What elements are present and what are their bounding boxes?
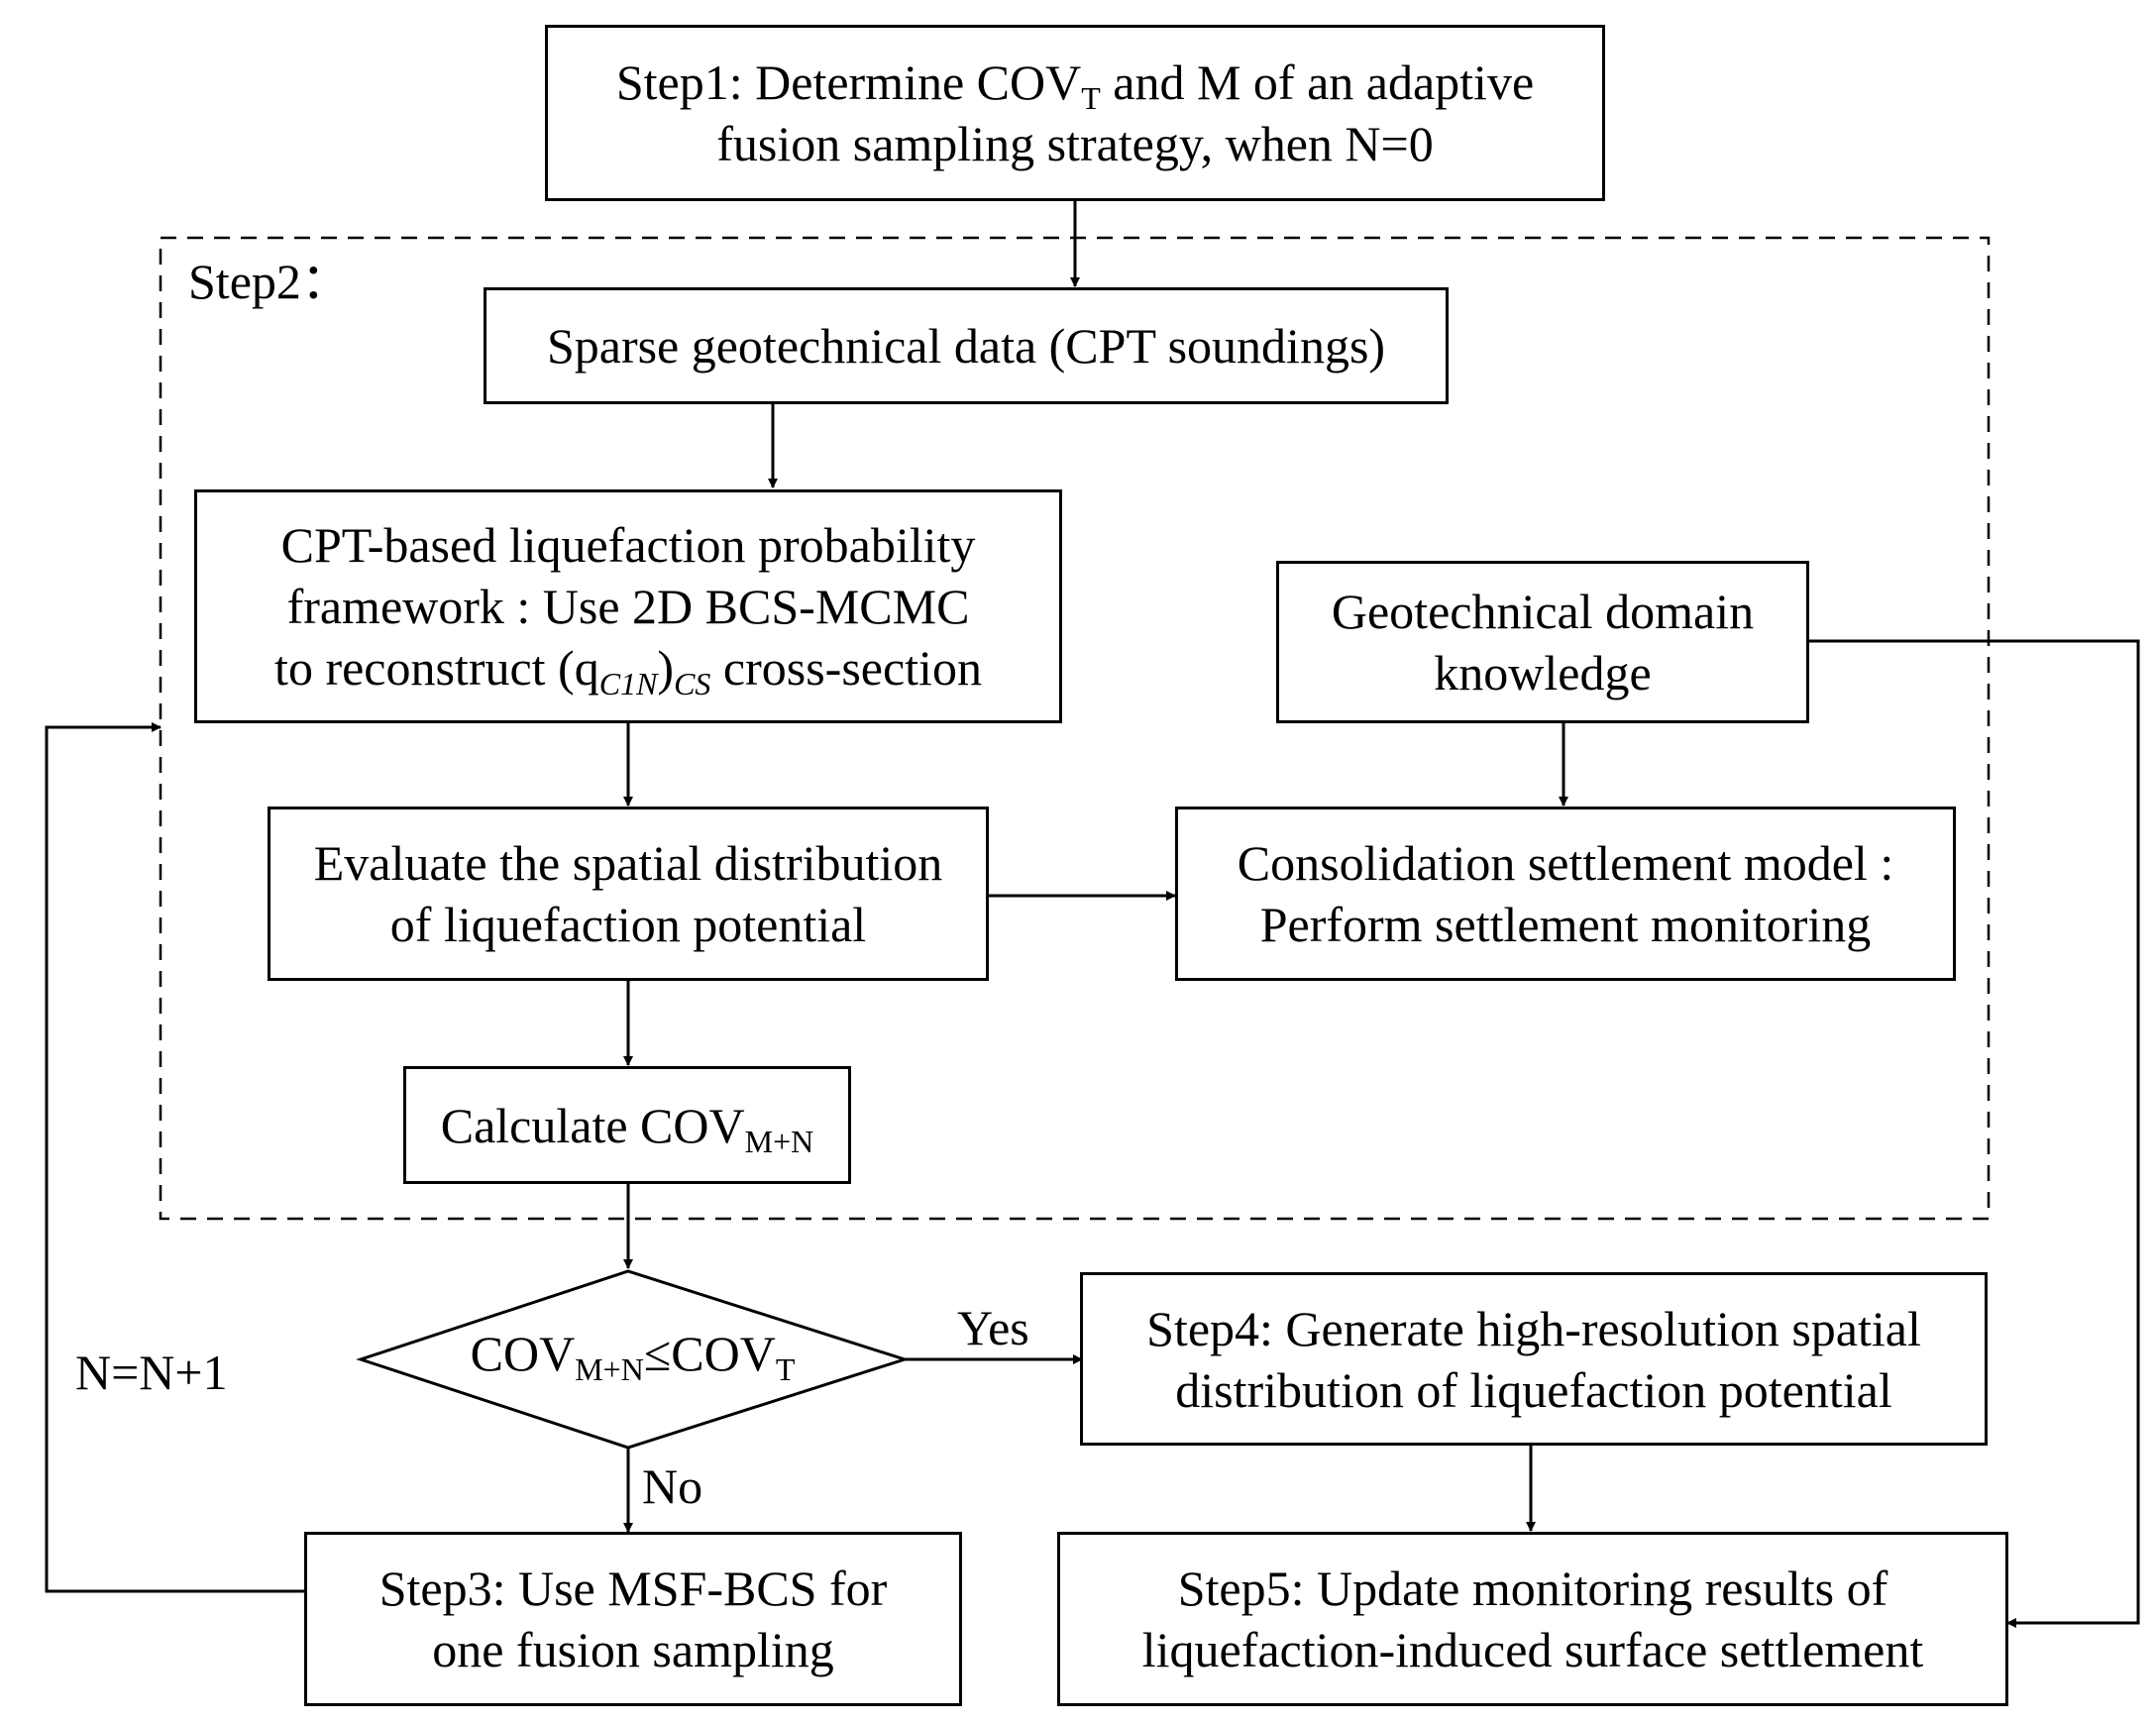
cpt-line1: CPT-based liquefaction probability — [280, 517, 976, 573]
decision-le-cov: ≤COV — [643, 1326, 776, 1381]
sparse-data-box: Sparse geotechnical data (CPT soundings) — [484, 287, 1449, 404]
step3-line2: one fusion sampling — [432, 1622, 834, 1677]
step4-box: Step4: Generate high-resolution spatial … — [1080, 1272, 1988, 1446]
step1-line1b: and M of an adaptive — [1100, 54, 1535, 110]
geo-knowledge-box: Geotechnical domain knowledge — [1276, 561, 1809, 723]
decision-cov: COV — [470, 1326, 576, 1381]
arrow-loop-back — [45, 722, 304, 1593]
consolidation-box: Consolidation settlement model : Perform… — [1175, 807, 1956, 981]
consol-line2: Perform settlement monitoring — [1259, 897, 1872, 952]
step3-line1: Step3: Use MSF-BCS for — [378, 1561, 888, 1616]
step5-box: Step5: Update monitoring results of liqu… — [1057, 1532, 2008, 1706]
cpt-line3a: to reconstruct (q — [274, 640, 599, 696]
step1-line1a: Step1: Determine COV — [615, 54, 1082, 110]
cpt-line3-sub2: CS — [674, 666, 711, 701]
step2-label: Step2： — [188, 254, 351, 309]
cpt-line2: framework : Use 2D BCS-MCMC — [286, 579, 970, 634]
geo-line1: Geotechnical domain — [1331, 584, 1755, 639]
cpt-line3-mid: ) — [657, 640, 675, 696]
cpt-line3b: cross-section — [710, 640, 982, 696]
no-label: No — [642, 1458, 703, 1514]
consol-line1: Consolidation settlement model : — [1237, 835, 1894, 891]
step3-box: Step3: Use MSF-BCS for one fusion sampli… — [304, 1532, 962, 1706]
yes-label: Yes — [957, 1300, 1029, 1355]
calc-text: Calculate COV — [440, 1097, 745, 1153]
step4-line2: distribution of liquefaction potential — [1175, 1361, 1892, 1418]
sparse-data-text: Sparse geotechnical data (CPT soundings) — [546, 318, 1386, 374]
step5-line1: Step5: Update monitoring results of — [1177, 1561, 1888, 1616]
step1-box: Step1: Determine COVT and M of an adapti… — [545, 25, 1605, 201]
arrow-geo-to-step5 — [1806, 639, 2140, 1628]
step1-line1-sub: T — [1081, 80, 1101, 116]
step4-line1: Step4: Generate high-resolution spatial — [1146, 1300, 1921, 1356]
decision-text: COVM+N≤COVT — [361, 1324, 905, 1385]
decision-sub2: T — [775, 1351, 796, 1387]
decision-sub1: M+N — [575, 1351, 644, 1387]
eval-line2: of liquefaction potential — [389, 897, 867, 952]
step5-line2: liquefaction-induced surface settlement — [1141, 1622, 1924, 1677]
eval-line1: Evaluate the spatial distribution — [313, 835, 943, 891]
calculate-cov-box: Calculate COVM+N — [403, 1066, 851, 1184]
calc-sub: M+N — [744, 1123, 814, 1159]
step1-line2: fusion sampling strategy, when N=0 — [716, 116, 1434, 171]
geo-line2: knowledge — [1434, 645, 1652, 700]
loop-label: N=N+1 — [75, 1345, 228, 1400]
evaluate-box: Evaluate the spatial distribution of liq… — [268, 807, 989, 981]
cpt-line3-sub1: C1N — [598, 666, 658, 701]
cpt-framework-box: CPT-based liquefaction probability frame… — [194, 489, 1062, 723]
